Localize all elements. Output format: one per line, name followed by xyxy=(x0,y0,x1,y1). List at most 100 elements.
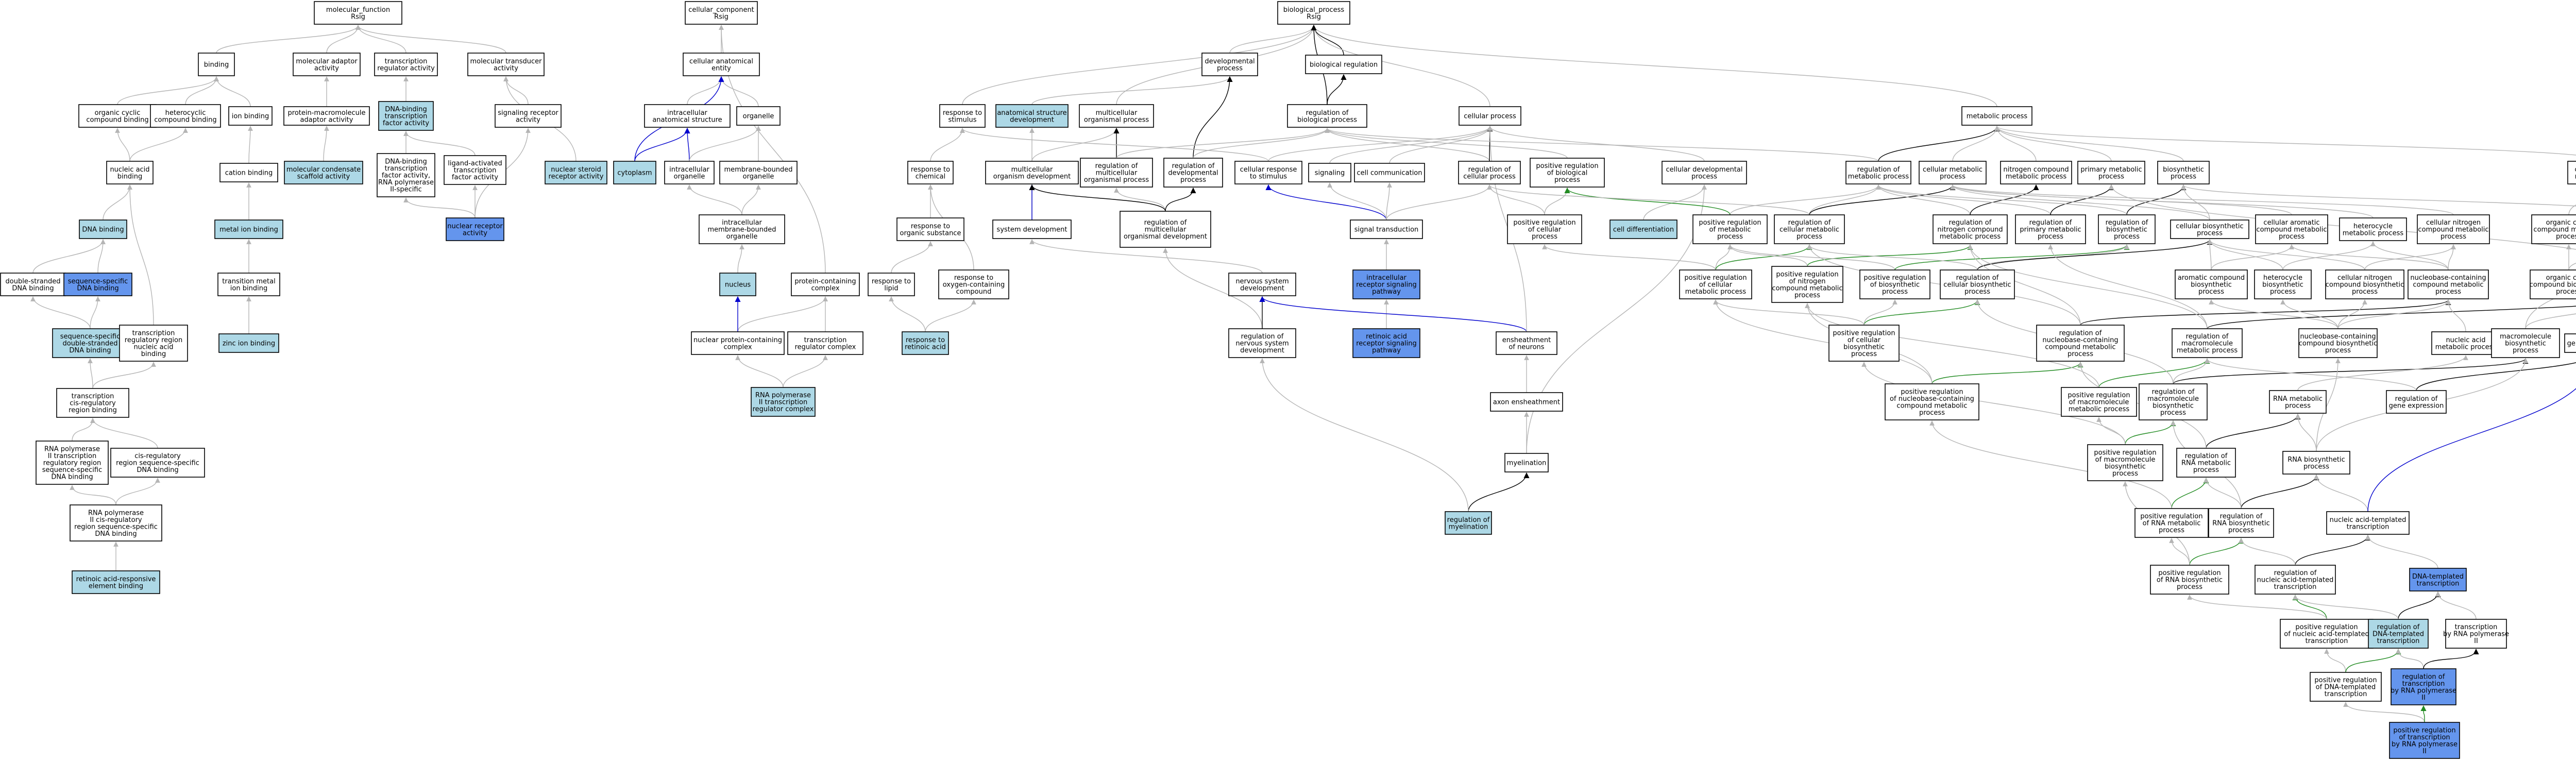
go-term-dna_binding[interactable]: DNA binding xyxy=(79,219,127,239)
go-term-bio_reg[interactable]: biological regulation xyxy=(1305,55,1382,74)
go-term-nucleus[interactable]: nucleus xyxy=(719,273,756,296)
go-term-cell_diff[interactable]: cell differentiation xyxy=(1609,219,1677,239)
go-term-ion_binding[interactable]: ion binding xyxy=(228,106,273,126)
go-term-metal_ion[interactable]: metal ion binding xyxy=(214,219,283,239)
go-term-met_proc[interactable]: metabolic process xyxy=(1961,106,2032,126)
go-term-osmp[interactable]: organic substancemetabolic process xyxy=(2567,161,2576,184)
go-term-sys_dev[interactable]: system development xyxy=(992,219,1072,239)
go-term-cell_comm[interactable]: cell communication xyxy=(1354,163,1425,182)
go-term-myel[interactable]: myelination xyxy=(1504,453,1549,472)
go-term-reg_mbp[interactable]: regulation ofmacromoleculebiosyntheticpr… xyxy=(2139,383,2208,420)
go-term-axon_ens[interactable]: axon ensheathment xyxy=(1490,392,1563,412)
go-term-signaling[interactable]: signaling xyxy=(1308,163,1351,182)
go-term-cell_proc[interactable]: cellular process xyxy=(1459,106,1521,126)
go-term-gene_expr[interactable]: gene expression xyxy=(2564,333,2576,353)
go-term-zinc[interactable]: zinc ion binding xyxy=(218,333,279,353)
go-term-organelle[interactable]: organelle xyxy=(736,106,781,126)
go-term-reg_nbcmp[interactable]: regulation ofnucleobase-containingcompou… xyxy=(2036,325,2125,362)
